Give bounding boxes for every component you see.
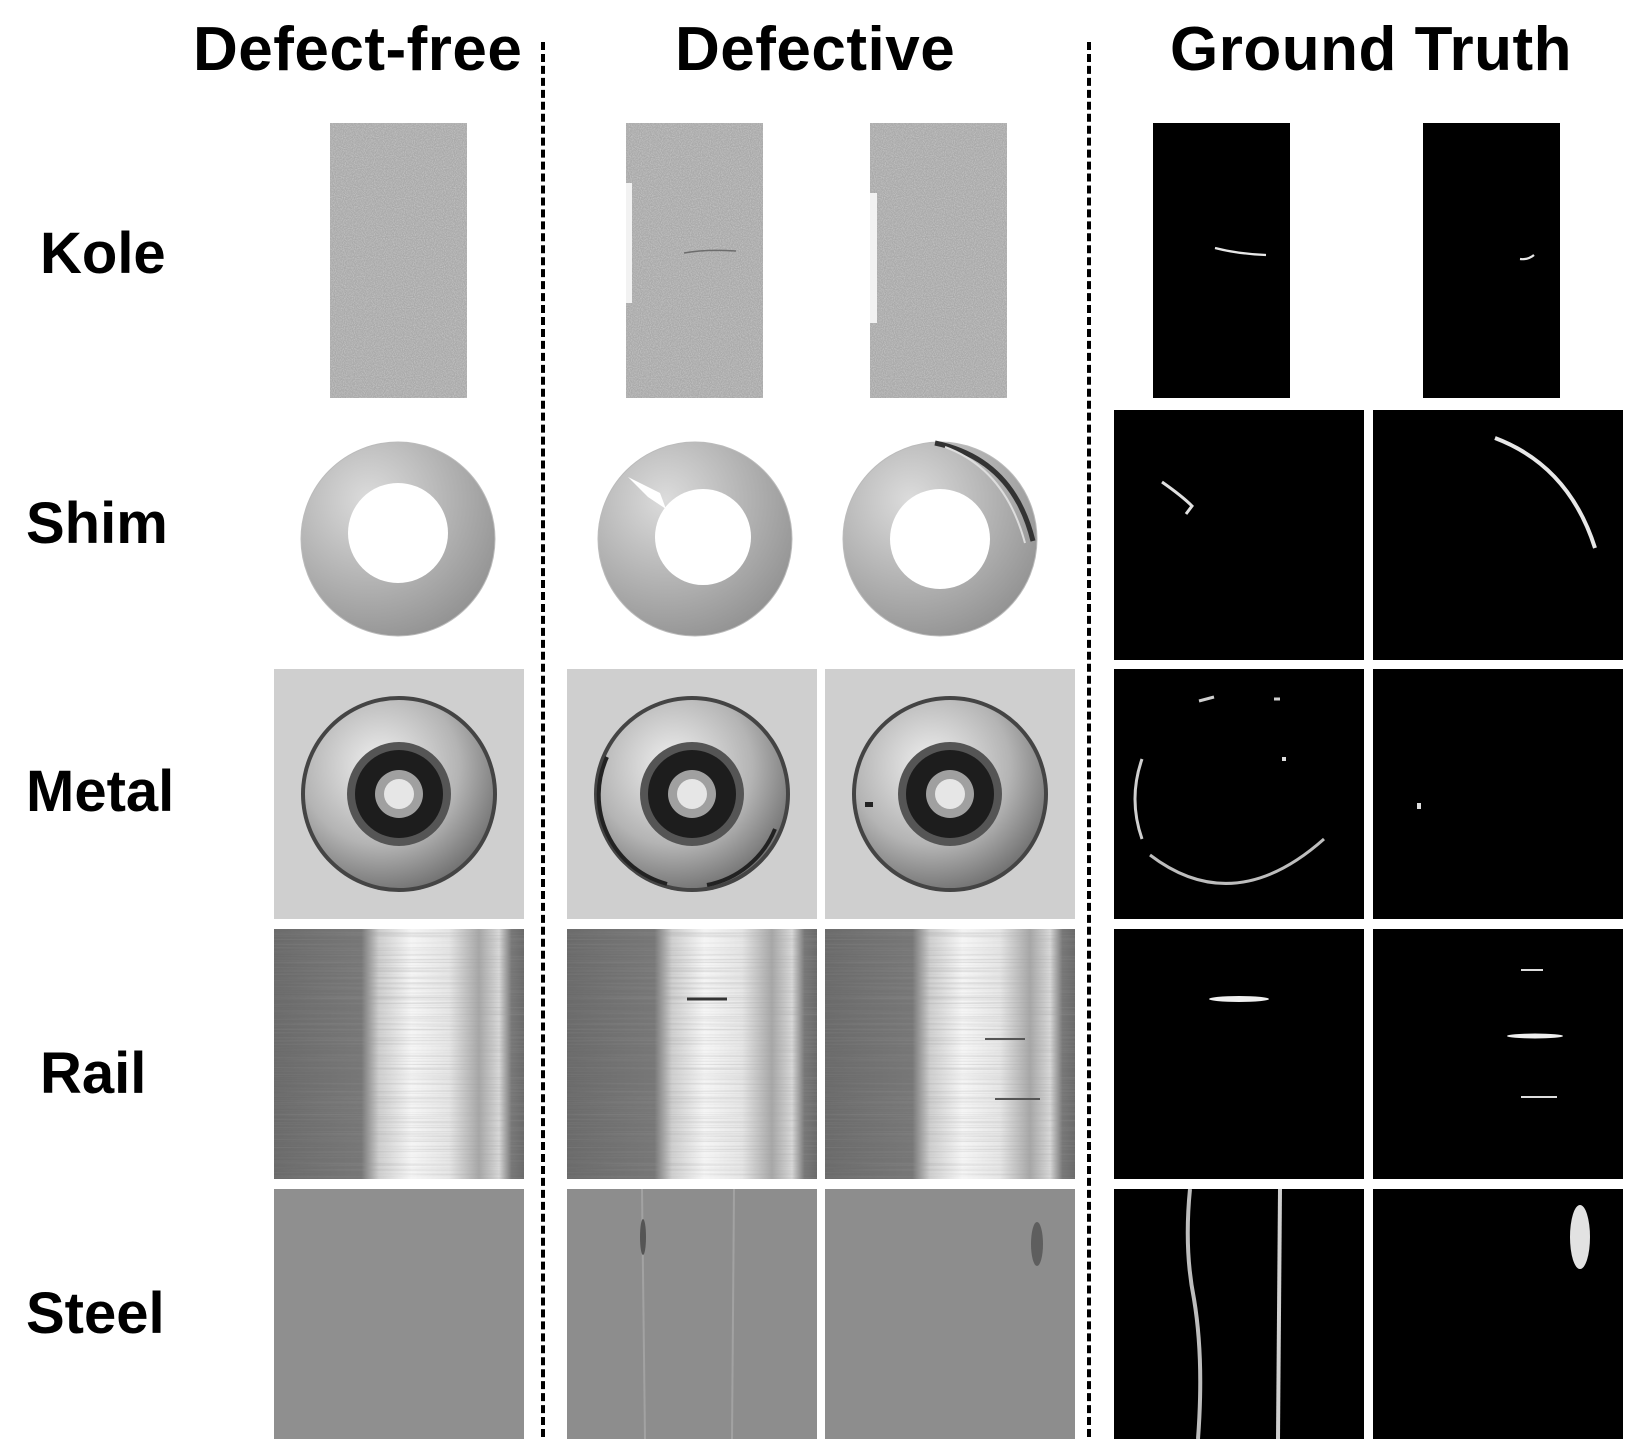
metal-defect-free-image (274, 669, 524, 919)
row-label-rail: Rail (40, 1041, 147, 1106)
steel-ground-truth-mask-1 (1114, 1189, 1364, 1439)
column-header-defective: Defective (675, 15, 956, 84)
metal-ground-truth-mask-1 (1114, 669, 1364, 919)
steel-defect-free-image (274, 1189, 524, 1439)
kole-ground-truth-mask-1 (1153, 123, 1290, 398)
rail-ground-truth-mask-2 (1373, 929, 1623, 1179)
shim-ground-truth-mask-2 (1373, 410, 1623, 660)
rail-defect-free-image (274, 929, 524, 1179)
steel-defective-image-2 (825, 1189, 1075, 1439)
shim-ground-truth-mask-1 (1114, 410, 1364, 660)
kole-defective-image-1 (626, 123, 763, 398)
column-header-defect-free: Defect-free (193, 15, 523, 84)
metal-defective-image-2 (825, 669, 1075, 919)
shim-defect-free-image (296, 437, 500, 641)
rail-defective-image-1 (567, 929, 817, 1179)
steel-ground-truth-mask-2 (1373, 1189, 1623, 1439)
shim-defective-image-2 (835, 431, 1045, 641)
steel-defective-image-1 (567, 1189, 817, 1439)
row-label-shim: Shim (26, 491, 168, 556)
metal-ground-truth-mask-2 (1373, 669, 1623, 919)
row-label-metal: Metal (26, 759, 175, 824)
rail-defective-image-2 (825, 929, 1075, 1179)
divider-right (1087, 42, 1091, 1437)
kole-defective-image-2 (870, 123, 1007, 398)
kole-ground-truth-mask-2 (1423, 123, 1560, 398)
divider-left (541, 42, 545, 1437)
metal-defective-image-1 (567, 669, 817, 919)
row-label-steel: Steel (26, 1281, 165, 1346)
rail-ground-truth-mask-1 (1114, 929, 1364, 1179)
shim-defective-image-1 (588, 437, 798, 641)
row-label-kole: Kole (40, 221, 166, 286)
column-header-ground-truth: Ground Truth (1170, 15, 1573, 84)
kole-defect-free-image (330, 123, 467, 398)
